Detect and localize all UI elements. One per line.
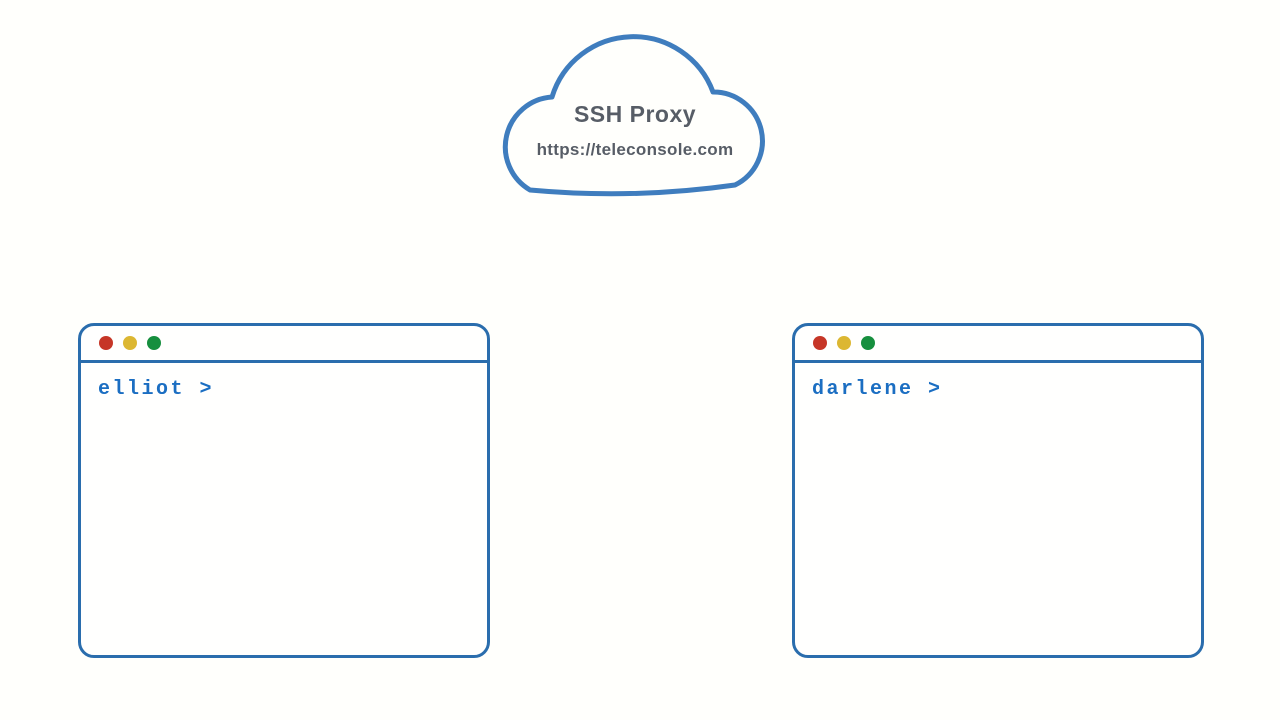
- cloud-url: https://teleconsole.com: [536, 140, 734, 159]
- minimize-icon: [837, 336, 851, 350]
- maximize-icon: [147, 336, 161, 350]
- terminal-titlebar: [795, 326, 1201, 363]
- terminal-window-elliot: elliot >: [78, 323, 490, 658]
- maximize-icon: [861, 336, 875, 350]
- close-icon: [99, 336, 113, 350]
- close-icon: [813, 336, 827, 350]
- ssh-proxy-cloud: SSH Proxy https://teleconsole.com: [501, 31, 769, 201]
- terminal-body: elliot >: [81, 363, 487, 402]
- terminal-prompt: darlene >: [812, 378, 943, 401]
- minimize-icon: [123, 336, 137, 350]
- cloud-title: SSH Proxy: [573, 101, 697, 127]
- terminal-titlebar: [81, 326, 487, 363]
- terminal-body: darlene >: [795, 363, 1201, 402]
- cloud-outline-icon: [502, 34, 765, 197]
- terminal-prompt: elliot >: [98, 378, 215, 401]
- terminal-window-darlene: darlene >: [792, 323, 1204, 658]
